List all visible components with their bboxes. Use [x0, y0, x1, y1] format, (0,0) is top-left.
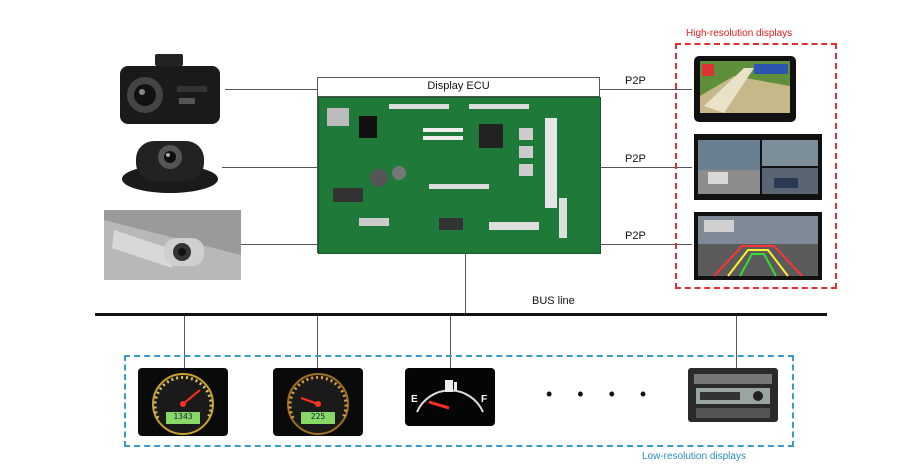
p2p-label-2: P2P	[625, 153, 646, 165]
p2p-line-2	[600, 167, 692, 168]
ecu-label: Display ECU	[427, 80, 490, 92]
rpm-gauge: 225	[273, 368, 363, 436]
ecu-board-image	[318, 97, 601, 254]
fuel-full-label: F	[481, 394, 488, 405]
dashcam-image	[120, 54, 220, 124]
speedometer-dial	[152, 373, 214, 435]
p2p-label-1: P2P	[625, 75, 646, 87]
high-res-group	[675, 43, 837, 289]
camera1-link-line	[225, 89, 318, 90]
speedometer-gauge: 1343	[138, 368, 228, 436]
p2p-line-1	[600, 89, 692, 90]
bus-drop-1	[184, 316, 185, 368]
rear-view-display	[694, 212, 822, 280]
low-res-label: Low-resolution displays	[642, 451, 746, 462]
gps-navigator-display	[694, 56, 796, 122]
more-displays-ellipsis: • • • •	[546, 384, 657, 404]
fuel-empty-label: E	[411, 394, 418, 405]
high-res-label: High-resolution displays	[686, 28, 793, 39]
bus-drop-3	[450, 316, 451, 368]
speedometer-readout: 1343	[173, 412, 193, 421]
radio-display	[688, 368, 778, 422]
bus-drop-4	[736, 316, 737, 368]
fuel-gauge: E F	[405, 368, 495, 426]
rpm-readout: 225	[310, 412, 326, 421]
ecu-to-bus-line	[465, 253, 466, 314]
camera2-link-line	[222, 167, 318, 168]
bus-line	[95, 313, 827, 316]
p2p-label-3: P2P	[625, 230, 646, 242]
bus-drop-2	[317, 316, 318, 368]
camera3-link-line	[241, 244, 318, 245]
rpm-dial	[287, 373, 349, 435]
mirror-camera-image	[104, 210, 241, 280]
bus-label: BUS line	[532, 295, 575, 307]
low-res-group	[124, 355, 794, 447]
p2p-line-3	[600, 244, 692, 245]
ecu-label-divider	[317, 96, 600, 97]
backup-camera-image	[122, 141, 218, 193]
multi-camera-display	[694, 134, 822, 200]
fuel-dial	[416, 380, 484, 413]
